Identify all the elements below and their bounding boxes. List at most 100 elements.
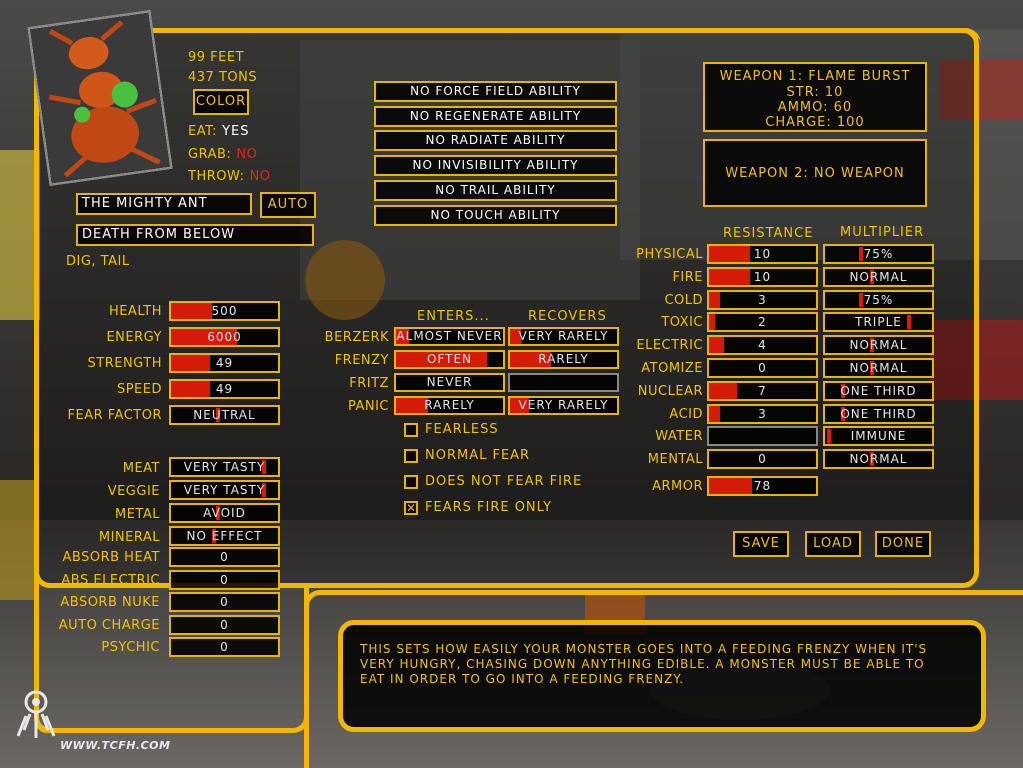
- recovers-header: RECOVERS: [528, 309, 607, 324]
- absorb-bar-3[interactable]: 0: [169, 615, 280, 635]
- stat-bar-0[interactable]: 500: [169, 301, 280, 321]
- multiplier-bar-7[interactable]: ONE THIRD: [823, 404, 934, 424]
- monster-abilities-text: DIG, TAIL: [66, 254, 130, 269]
- stat-label-2: STRENGTH: [88, 356, 163, 371]
- multiplier-bar-7-value: ONE THIRD: [825, 406, 932, 422]
- color-button[interactable]: COLOR: [193, 89, 249, 115]
- enters-bar-0[interactable]: ALMOST NEVER: [394, 327, 505, 346]
- done-button[interactable]: DONE: [875, 531, 931, 557]
- stat-bar-2[interactable]: 49: [169, 353, 280, 373]
- resist-bar-1[interactable]: 10: [707, 267, 818, 287]
- resist-bar-10-value: 78: [709, 478, 816, 494]
- resist-bar-5[interactable]: 0: [707, 358, 818, 378]
- diet-bar-2[interactable]: AVOID: [169, 503, 280, 523]
- resist-bar-0[interactable]: 10: [707, 244, 818, 264]
- resist-bar-2[interactable]: 3: [707, 290, 818, 310]
- resist-label-4: ELECTRIC: [636, 338, 703, 353]
- enters-bar-3-value: RARELY: [396, 398, 503, 413]
- ability-button-0[interactable]: NO FORCE FIELD ABILITY: [374, 81, 617, 102]
- eat-value[interactable]: YES: [222, 124, 249, 139]
- weapon-1-charge: CHARGE: 100: [705, 115, 925, 130]
- resist-label-2: COLD: [664, 293, 703, 308]
- resist-bar-8-value: [709, 428, 816, 444]
- multiplier-bar-0[interactable]: 75%: [823, 244, 934, 264]
- absorb-bar-4[interactable]: 0: [169, 637, 280, 657]
- stat-bar-4[interactable]: NEUTRAL: [169, 405, 280, 425]
- recovers-bar-0[interactable]: VERY RARELY: [508, 327, 619, 346]
- multiplier-bar-1[interactable]: NORMAL: [823, 267, 934, 287]
- multiplier-bar-8[interactable]: IMMUNE: [823, 426, 934, 446]
- checkbox-2[interactable]: [404, 475, 418, 489]
- checkbox-3[interactable]: ✕: [404, 501, 418, 515]
- stat-bar-2-value: 49: [171, 355, 278, 371]
- resist-bar-9[interactable]: 0: [707, 449, 818, 469]
- recovers-bar-1[interactable]: RARELY: [508, 350, 619, 369]
- ability-button-2[interactable]: NO RADIATE ABILITY: [374, 130, 617, 151]
- absorb-label-2: ABSORB NUKE: [60, 595, 160, 610]
- diet-bar-3[interactable]: NO EFFECT: [169, 526, 280, 546]
- diet-label-0: MEAT: [123, 461, 160, 476]
- absorb-bar-4-value: 0: [171, 639, 278, 655]
- resist-bar-3[interactable]: 2: [707, 312, 818, 332]
- multiplier-bar-8-value: IMMUNE: [825, 428, 932, 444]
- monster-name-input[interactable]: THE MIGHTY ANT: [76, 193, 252, 215]
- multiplier-bar-3[interactable]: TRIPLE: [823, 312, 934, 332]
- multiplier-bar-5[interactable]: NORMAL: [823, 358, 934, 378]
- resist-bar-4[interactable]: 4: [707, 335, 818, 355]
- resist-bar-6[interactable]: 7: [707, 381, 818, 401]
- stat-bar-3-value: 49: [171, 381, 278, 397]
- absorb-bar-2-value: 0: [171, 594, 278, 610]
- checkbox-label-2: DOES NOT FEAR FIRE: [425, 474, 582, 489]
- diet-bar-1[interactable]: VERY TASTY: [169, 480, 280, 500]
- save-button[interactable]: SAVE: [733, 531, 789, 557]
- resist-bar-8[interactable]: [707, 426, 818, 446]
- multiplier-bar-9[interactable]: NORMAL: [823, 449, 934, 469]
- absorb-bar-1[interactable]: 0: [169, 570, 280, 590]
- absorb-bar-2[interactable]: 0: [169, 592, 280, 612]
- stat-label-4: FEAR FACTOR: [68, 408, 162, 423]
- weapon-1-ammo: AMMO: 60: [705, 100, 925, 115]
- grab-label: GRAB:: [188, 147, 231, 162]
- site-url[interactable]: WWW.TCFH.COM: [60, 739, 170, 752]
- multiplier-bar-4[interactable]: NORMAL: [823, 335, 934, 355]
- absorb-bar-0[interactable]: 0: [169, 547, 280, 567]
- load-button[interactable]: LOAD: [805, 531, 861, 557]
- stat-bar-4-value: NEUTRAL: [171, 407, 278, 423]
- weapon-2-panel[interactable]: WEAPON 2: NO WEAPON: [703, 139, 927, 207]
- enters-bar-3[interactable]: RARELY: [394, 396, 505, 415]
- weapon-1-panel[interactable]: WEAPON 1: FLAME BURST STR: 10 AMMO: 60 C…: [703, 62, 927, 132]
- diet-bar-2-value: AVOID: [171, 505, 278, 521]
- multiplier-bar-0-value: 75%: [825, 246, 932, 262]
- ability-button-1[interactable]: NO REGENERATE ABILITY: [374, 106, 617, 127]
- monster-tagline-input[interactable]: DEATH FROM BELOW: [76, 224, 314, 246]
- multiplier-bar-6[interactable]: ONE THIRD: [823, 381, 934, 401]
- ability-button-5[interactable]: NO TOUCH ABILITY: [374, 205, 617, 226]
- stat-bar-1[interactable]: 6000: [169, 327, 280, 347]
- resist-bar-7[interactable]: 3: [707, 404, 818, 424]
- checkbox-0[interactable]: [404, 423, 418, 437]
- checkbox-1[interactable]: [404, 449, 418, 463]
- ability-button-3[interactable]: NO INVISIBILITY ABILITY: [374, 155, 617, 176]
- recovers-bar-2[interactable]: [508, 373, 619, 392]
- resist-bar-10[interactable]: 78: [707, 476, 818, 496]
- ant-portrait-icon: [30, 12, 171, 183]
- recovers-bar-3[interactable]: VERY RARELY: [508, 396, 619, 415]
- multiplier-bar-2[interactable]: 75%: [823, 290, 934, 310]
- help-text: THIS SETS HOW EASILY YOUR MONSTER GOES I…: [360, 642, 936, 687]
- enters-bar-1[interactable]: OFTEN: [394, 350, 505, 369]
- multiplier-bar-4-value: NORMAL: [825, 337, 932, 353]
- absorb-bar-0-value: 0: [171, 549, 278, 565]
- ability-button-4[interactable]: NO TRAIL ABILITY: [374, 180, 617, 201]
- multiplier-bar-9-value: NORMAL: [825, 451, 932, 467]
- multiplier-bar-2-value: 75%: [825, 292, 932, 308]
- stat-bar-3[interactable]: 49: [169, 379, 280, 399]
- grab-value[interactable]: NO: [236, 147, 257, 162]
- diet-bar-0[interactable]: VERY TASTY: [169, 457, 280, 477]
- throw-value[interactable]: NO: [250, 169, 271, 184]
- diet-bar-3-value: NO EFFECT: [171, 528, 278, 544]
- auto-name-button[interactable]: AUTO: [260, 192, 316, 218]
- resist-label-7: ACID: [669, 407, 703, 422]
- resist-bar-2-value: 3: [709, 292, 816, 308]
- enters-bar-2[interactable]: NEVER: [394, 373, 505, 392]
- multiplier-bar-3-value: TRIPLE: [825, 314, 932, 330]
